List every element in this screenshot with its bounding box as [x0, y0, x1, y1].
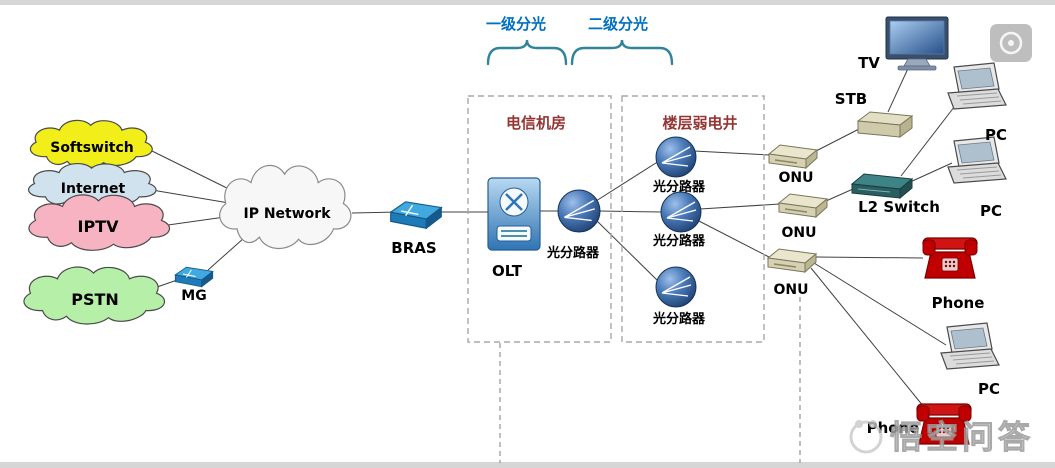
- pc1-label: PC: [985, 126, 1007, 144]
- onu3-label: ONU: [774, 282, 809, 298]
- splitter-primary-label: 光分路器: [546, 245, 600, 261]
- connection-lines: [139, 61, 959, 413]
- watermark-text: 悟空问答: [890, 418, 1034, 456]
- optical-splitter-floor3-icon: [655, 266, 697, 308]
- watermark-bottom: 悟空问答: [849, 418, 1034, 457]
- level2-split-brace: [570, 39, 674, 66]
- olt-label: OLT: [492, 262, 523, 280]
- segment-divider-lines: [499, 297, 801, 463]
- ip-network-label: IP Network: [243, 206, 331, 222]
- onu1-label: ONU: [779, 170, 814, 186]
- internet-label: Internet: [61, 181, 126, 197]
- telecom-room-label: 电信机房: [506, 114, 566, 132]
- pc3-laptop: [940, 322, 1000, 370]
- level2-split-label: 二级分光: [588, 15, 648, 33]
- iptv-label: IPTV: [78, 217, 120, 236]
- level1-split-label: 一级分光: [486, 15, 546, 33]
- tv-device: [885, 16, 949, 71]
- softswitch-label: Softswitch: [50, 140, 134, 156]
- splitter-floor1-label: 光分路器: [652, 179, 706, 195]
- bottom-edge-strip: [0, 462, 1055, 468]
- olt-device: [487, 177, 541, 251]
- stb-label: STB: [835, 90, 867, 108]
- bras-label: BRAS: [391, 239, 436, 257]
- pc3-label: PC: [978, 380, 1000, 398]
- l2-switch-device: [850, 173, 914, 200]
- stb-device: [856, 111, 914, 138]
- phone1-label: Phone: [932, 294, 985, 312]
- floor-well-label: 楼层弱电井: [662, 114, 737, 132]
- optical-splitter-floor2-icon: [660, 191, 702, 233]
- splitter-floor2-label: 光分路器: [652, 233, 706, 249]
- pc1-laptop: [947, 62, 1007, 110]
- top-edge-strip: [0, 0, 1055, 5]
- onu1-device: [768, 144, 818, 169]
- onu2-device: [778, 193, 828, 218]
- bras-router-icon: [390, 201, 442, 229]
- optical-splitter-floor1-icon: [655, 136, 697, 178]
- telecom-room-zone: [467, 95, 612, 343]
- level1-split-brace: [486, 39, 568, 66]
- onu3-device: [767, 248, 817, 273]
- splitter-floor3-label: 光分路器: [652, 311, 706, 327]
- mg-label: MG: [181, 288, 206, 304]
- pc2-label: PC: [980, 202, 1002, 220]
- optical-splitter-primary-icon: [557, 189, 601, 233]
- watermark-logo-top: [990, 24, 1032, 62]
- pstn-label: PSTN: [71, 290, 119, 309]
- l2-switch-label: L2 Switch: [858, 198, 940, 216]
- mg-gateway-icon: [174, 266, 214, 288]
- floor-well-zone: [621, 95, 765, 343]
- phone1-device: [922, 237, 978, 279]
- tv-label: TV: [858, 54, 880, 72]
- watermark-logo-icon: [849, 420, 883, 454]
- onu2-label: ONU: [782, 225, 817, 241]
